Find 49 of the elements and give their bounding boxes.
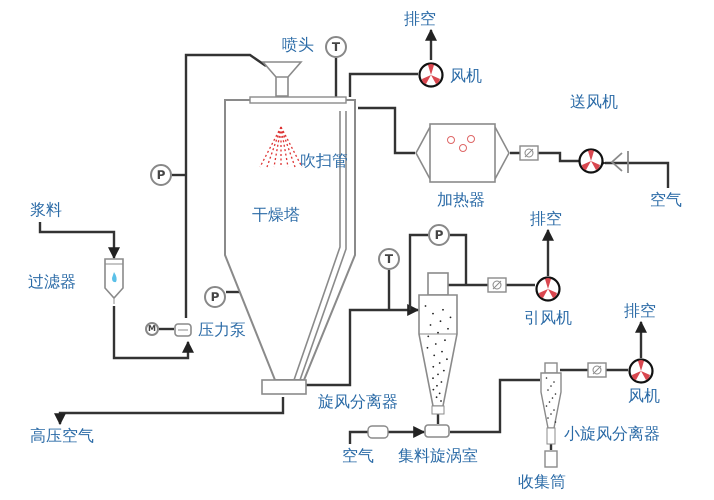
equipment-label: 过滤器 [28,272,76,292]
pipe-arrow [348,426,426,444]
equipment-label: 送风机 [570,92,618,112]
equipment-label: 风机 [450,66,482,86]
gauge-dial: T [378,248,400,270]
pipe-line [558,368,630,372]
flow-label: 排空 [404,9,436,29]
equipment-label: 喷头 [282,35,314,55]
equipment-label: 集料旋涡室 [398,446,478,466]
gauge-dial: M [145,322,159,336]
pipe-arrow [542,228,554,276]
flow-label: 空气 [342,446,374,466]
equipment-label: 吹扫管 [300,151,348,171]
equipment-label: 引风机 [524,308,572,328]
equipment-label: 收集筒 [518,472,566,492]
flow-label: 空气 [650,190,682,210]
flow-label: 排空 [530,209,562,229]
equipment-label: 风机 [628,386,660,406]
pipe-arrow [112,306,194,360]
gauge-dial: P [428,224,450,246]
flow-label: 排空 [624,301,656,321]
equipment-label: 压力泵 [198,320,246,340]
pipe-line [388,270,390,310]
pipe-line [159,328,174,330]
gauge-dial: P [150,164,172,186]
pipe-line [436,414,440,424]
flow-label: 高压空气 [30,426,94,446]
pipe-line [172,174,186,176]
pipe-arrow [425,28,437,60]
pipe-line [334,58,338,97]
flow-label: 浆料 [30,200,62,220]
equipment-label: 小旋风分离器 [564,424,660,444]
pipe-line [510,152,580,162]
pipe-line [446,284,536,286]
equipment-label: 旋风分离器 [318,392,398,412]
equipment-label: 加热器 [437,190,485,210]
pipe-line [408,234,428,312]
gauge-dial: T [325,36,347,58]
gauge-dial: P [204,286,226,308]
pipe-line [448,378,540,434]
pipe-line [348,72,418,97]
pipe-arrow [54,397,284,426]
pipe-line [184,54,268,318]
equipment-label: 干燥塔 [252,205,300,225]
pipe-line [358,106,415,154]
pipe-line [226,290,242,294]
pipe-line [450,234,468,285]
pipe-arrow [635,320,647,358]
pipe-arrow [38,222,120,260]
